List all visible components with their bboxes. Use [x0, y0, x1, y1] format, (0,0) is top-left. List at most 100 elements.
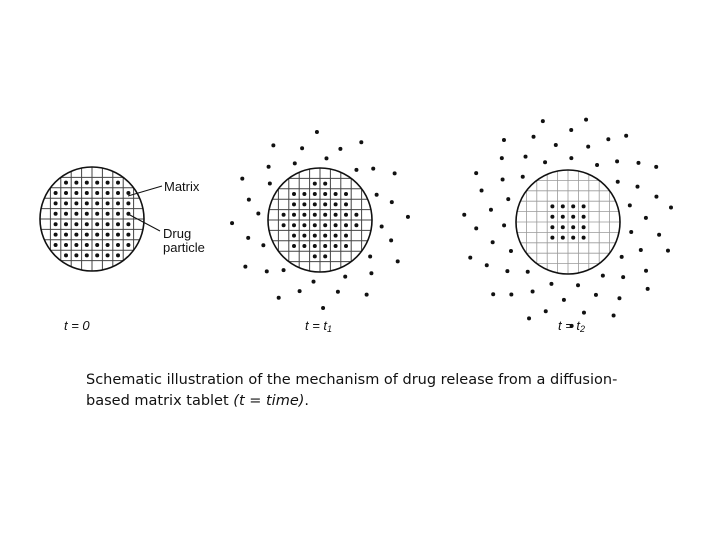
- released-particle: [300, 146, 305, 151]
- drug-particle: [312, 254, 317, 259]
- drug-particle: [344, 223, 348, 228]
- drug-particle: [64, 243, 68, 247]
- released-particle: [643, 215, 648, 220]
- released-particle: [240, 176, 245, 181]
- drug-particle: [74, 243, 79, 247]
- drug-particle: [126, 191, 131, 195]
- drug-particle: [64, 222, 68, 227]
- released-particle: [635, 184, 640, 189]
- drug-particle: [95, 243, 100, 247]
- released-particle: [468, 255, 473, 260]
- drug-pointer-line: [127, 213, 161, 232]
- drug-particle: [571, 225, 576, 230]
- released-particle: [593, 292, 598, 297]
- drug-particle: [333, 244, 338, 248]
- drug-particle: [53, 211, 58, 216]
- drug-particle: [560, 235, 565, 240]
- drug-particle: [105, 180, 110, 185]
- drug-particle: [323, 223, 328, 228]
- drug-particle: [281, 223, 286, 228]
- released-particle: [520, 174, 525, 179]
- drug-particle: [312, 244, 317, 248]
- released-particle: [488, 207, 493, 212]
- drug-particle: [312, 233, 317, 238]
- figure-caption: Schematic illustration of the mechanism …: [86, 370, 646, 412]
- drug-particle: [126, 201, 131, 206]
- released-particle: [343, 274, 348, 279]
- drug-particle: [116, 191, 120, 195]
- released-particle: [359, 140, 364, 145]
- tablet-t1: [230, 130, 410, 310]
- drug-particle: [116, 253, 120, 258]
- drug-particle: [333, 212, 338, 217]
- drug-particle: [581, 235, 586, 240]
- drug-particle: [84, 253, 89, 258]
- tablet-t0: [39, 166, 145, 272]
- released-particle: [508, 249, 513, 254]
- drug-particle: [116, 222, 120, 227]
- drug-particle: [302, 233, 307, 238]
- drug-particle: [53, 232, 58, 237]
- drug-particle: [302, 212, 307, 217]
- released-particle: [324, 156, 329, 161]
- drug-particle: [53, 201, 58, 206]
- tablet-t2: [462, 117, 673, 328]
- drug-label-line1: Drug: [163, 226, 191, 241]
- released-particle: [569, 156, 574, 161]
- drug-particle: [581, 214, 586, 219]
- released-particle: [311, 279, 316, 284]
- released-particle: [611, 313, 616, 318]
- drug-particle: [105, 191, 110, 195]
- released-particle: [499, 156, 504, 161]
- drug-particle: [74, 201, 79, 206]
- matrix-label: Matrix: [164, 179, 200, 194]
- drug-particle: [302, 244, 307, 248]
- released-particle: [474, 226, 479, 231]
- drug-particle: [84, 180, 89, 185]
- drug-particle: [84, 211, 89, 216]
- drug-particle: [105, 232, 110, 237]
- drug-particle: [550, 225, 555, 230]
- released-particle: [561, 297, 566, 302]
- drug-particle: [344, 212, 348, 217]
- released-particle: [530, 289, 535, 294]
- released-particle: [615, 159, 620, 164]
- drug-particle: [571, 235, 576, 240]
- drug-particle: [560, 225, 565, 230]
- drug-particle: [312, 202, 317, 207]
- released-particle: [264, 269, 269, 274]
- released-particle: [484, 263, 489, 268]
- drug-particle: [95, 191, 100, 195]
- drug-particle: [323, 244, 328, 248]
- drug-particle: [74, 232, 79, 237]
- released-particle: [297, 289, 302, 294]
- caption-main: Schematic illustration of the mechanism …: [86, 372, 618, 409]
- released-particle: [314, 130, 319, 135]
- drug-particle: [64, 180, 68, 185]
- drug-particle: [74, 191, 79, 195]
- drug-particle: [354, 223, 359, 228]
- drug-particle: [560, 214, 565, 219]
- released-particle: [523, 154, 528, 159]
- drug-particle: [105, 253, 110, 258]
- drug-particle: [53, 222, 58, 227]
- drug-particle: [312, 212, 317, 217]
- drug-particle: [344, 192, 348, 196]
- released-particle: [389, 238, 394, 243]
- released-particle: [491, 292, 496, 297]
- drug-particle: [292, 233, 296, 238]
- released-particle: [657, 232, 662, 237]
- released-particle: [540, 119, 545, 124]
- released-particle: [479, 188, 484, 193]
- released-particle: [624, 133, 629, 138]
- drug-particle: [292, 202, 296, 207]
- drug-particle: [126, 222, 131, 227]
- drug-particle: [84, 191, 89, 195]
- drug-particle: [292, 244, 296, 248]
- released-particle: [621, 275, 626, 280]
- released-particle: [576, 283, 581, 288]
- drug-particle: [95, 253, 100, 258]
- released-particle: [506, 197, 511, 202]
- released-particle: [645, 286, 650, 291]
- released-particle: [665, 248, 670, 253]
